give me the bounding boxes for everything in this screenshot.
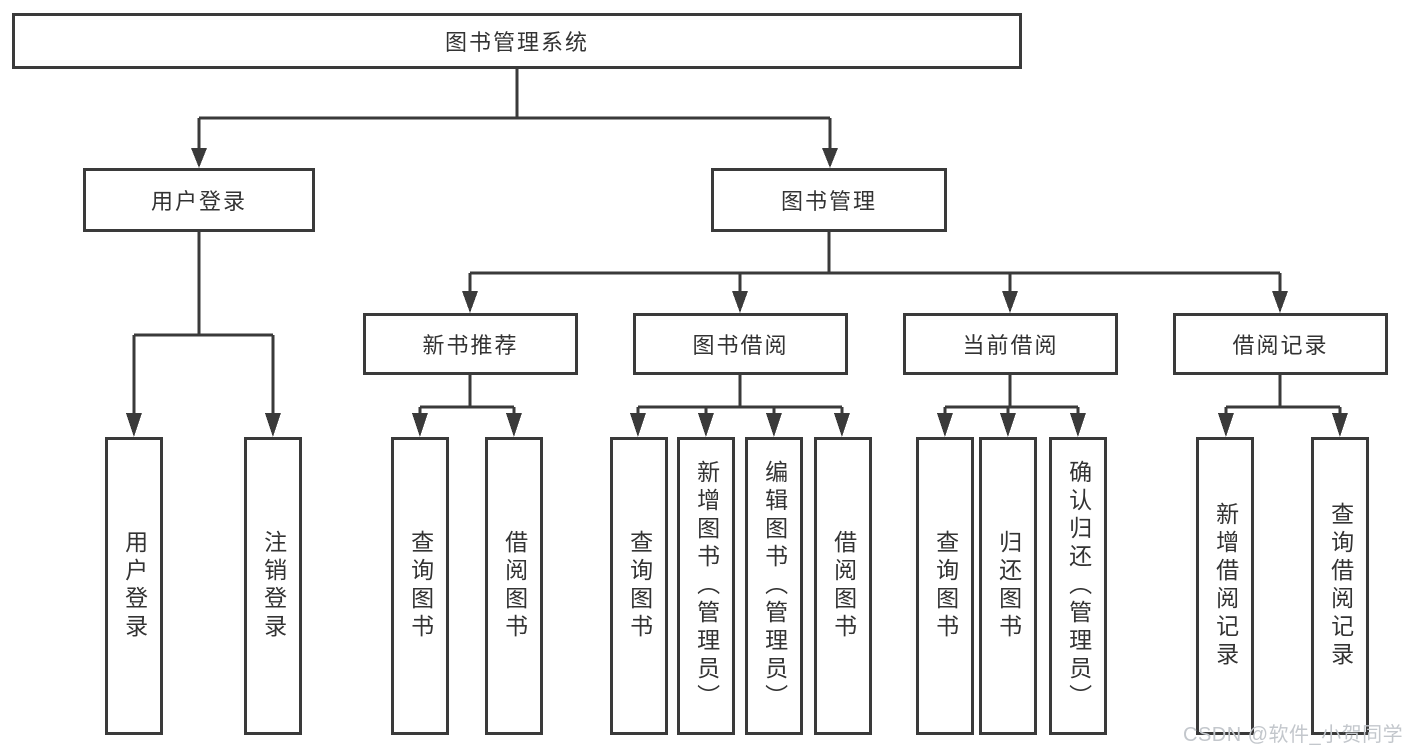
leaf-return-book: 归还图书 [979, 437, 1037, 735]
leaf-confirm-return-admin: 确认归还（管理员） [1049, 437, 1107, 735]
node-current-borrow: 当前借阅 [903, 313, 1118, 375]
leaf-user-login: 用户登录 [105, 437, 163, 735]
node-label: 图书管理 [780, 189, 877, 214]
leaf-query-book-3: 查询图书 [916, 437, 974, 735]
leaf-label: 查询图书 [932, 530, 959, 642]
leaf-query-book-1: 查询图书 [391, 437, 449, 735]
leaf-borrow-book-2: 借阅图书 [814, 437, 872, 735]
node-new-book-recommend: 新书推荐 [363, 313, 578, 375]
connector-book-management-children [468, 232, 1282, 293]
node-root-system: 图书管理系统 [12, 13, 1022, 69]
leaf-label: 新增图书（管理员） [693, 460, 720, 712]
leaf-label: 用户登录 [121, 530, 148, 642]
arrowhead-leaf [506, 413, 522, 437]
leaf-query-borrow-record: 查询借阅记录 [1311, 437, 1369, 735]
leaf-query-book-2: 查询图书 [610, 437, 668, 735]
node-book-borrow: 图书借阅 [633, 313, 848, 375]
leaf-edit-book-admin: 编辑图书（管理员） [745, 437, 803, 735]
node-label: 当前借阅 [962, 333, 1059, 358]
csdn-watermark: CSDN @软件_小贺同学 [1183, 724, 1404, 746]
connector-root-to-level2 [197, 69, 832, 150]
leaf-borrow-book-1: 借阅图书 [485, 437, 543, 735]
leaf-label: 查询图书 [407, 530, 434, 642]
leaf-label: 归还图书 [995, 530, 1022, 642]
node-label: 图书管理系统 [444, 30, 589, 55]
connector-new-book-recommend-children [418, 375, 516, 415]
connector-user-login-children [132, 232, 275, 415]
leaf-label: 新增借阅记录 [1212, 502, 1239, 670]
node-book-management: 图书管理 [711, 168, 947, 232]
leaf-label: 查询图书 [626, 530, 653, 642]
arrowhead-current-borrow [1002, 291, 1018, 313]
arrowhead-book-borrow [732, 291, 748, 313]
node-label: 图书借阅 [692, 333, 789, 358]
arrowhead-book-management [822, 148, 838, 168]
arrowhead-user-login [191, 148, 207, 168]
leaf-label: 借阅图书 [830, 530, 857, 642]
arrowhead-leaf [412, 413, 428, 437]
node-label: 借阅记录 [1232, 333, 1329, 358]
leaf-logout: 注销登录 [244, 437, 302, 735]
leaf-label: 借阅图书 [501, 530, 528, 642]
connector-current-borrow-children [943, 375, 1080, 415]
arrowhead-leaf [1070, 413, 1086, 437]
node-borrow-records: 借阅记录 [1173, 313, 1388, 375]
node-label: 新书推荐 [422, 333, 519, 358]
arrowhead-leaf [630, 413, 646, 437]
arrowhead-leaf [1332, 413, 1348, 437]
leaf-label: 查询借阅记录 [1327, 502, 1354, 670]
leaf-label: 编辑图书（管理员） [761, 460, 788, 712]
arrowhead-borrow-records [1272, 291, 1288, 313]
arrowhead-leaf [1218, 413, 1234, 437]
arrowhead-leaf [766, 413, 782, 437]
arrowhead-leaf [834, 413, 850, 437]
arrowhead-leaf-logout [265, 413, 281, 437]
arrowhead-leaf [698, 413, 714, 437]
node-user-login: 用户登录 [83, 168, 315, 232]
leaf-add-borrow-record: 新增借阅记录 [1196, 437, 1254, 735]
leaf-label: 注销登录 [260, 530, 287, 642]
arrowhead-leaf-login [126, 413, 142, 437]
arrowhead-leaf [937, 413, 953, 437]
connector-book-borrow-children [636, 375, 844, 415]
node-label: 用户登录 [150, 189, 247, 214]
leaf-add-book-admin: 新增图书（管理员） [677, 437, 735, 735]
arrowhead-new-book-recommend [462, 291, 478, 313]
connector-borrow-records-children [1224, 375, 1342, 415]
arrowhead-leaf [1000, 413, 1016, 437]
leaf-label: 确认归还（管理员） [1065, 460, 1092, 712]
